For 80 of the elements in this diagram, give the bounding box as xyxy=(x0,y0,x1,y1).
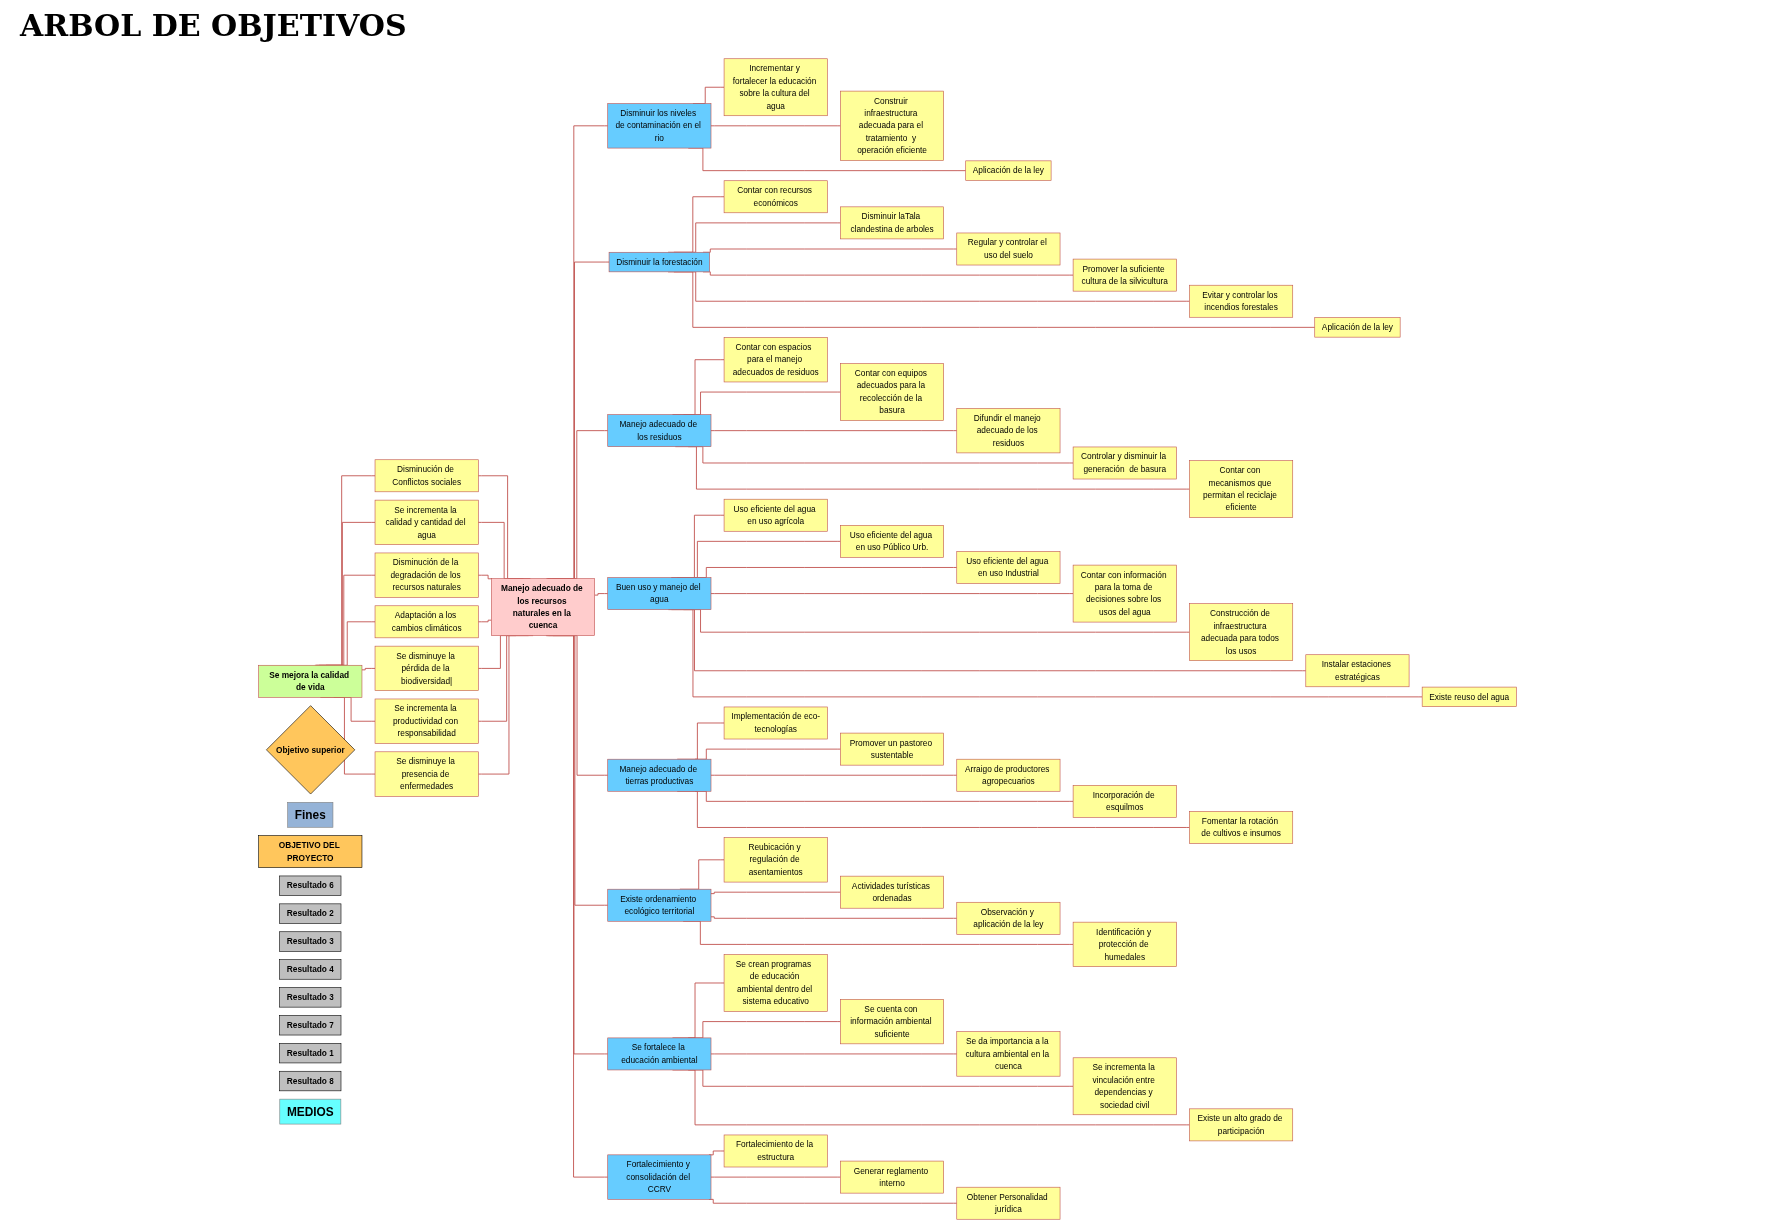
node-diamond: Objetivo superior xyxy=(266,705,356,795)
node-box: Incrementar y fortalecer la educación sobre la cultura del agua xyxy=(723,58,828,117)
node-box: Manejo adecuado de los recursos naturales en la cuenca xyxy=(491,578,595,636)
node-box: Contar con información para la toma de decisiones sobre los usos del agua xyxy=(1072,564,1177,623)
node-box: MEDIOS xyxy=(279,1098,342,1125)
node-box: Fomentar la rotación de cultivos e insumos xyxy=(1189,811,1294,844)
node-box: Se incrementa la productividad con responsabilidad xyxy=(374,698,479,744)
node-box: Promover la suficiente cultura de la silvicultura xyxy=(1072,258,1177,292)
node-box: Promover un pastoreo sustentable xyxy=(840,732,944,766)
node-box: Evitar y controlar los incendios forestales xyxy=(1189,284,1294,318)
node-box: Resultado 3 xyxy=(279,987,342,1008)
node-box: Se disminuye la presencia de enfermedades xyxy=(374,751,479,797)
node-box: Actividades turísticas ordenadas xyxy=(840,875,944,909)
node-box: Se crean programas de educación ambiental dentro del sistema educativo xyxy=(723,954,828,1012)
node-box: Existe un alto grado de participación xyxy=(1189,1108,1294,1142)
node-box: Incorporación de esquilmos xyxy=(1072,785,1177,818)
node-box: Disminuir la forestación xyxy=(608,251,710,273)
node-box: Aplicación de la ley xyxy=(1314,317,1401,338)
node-box: Resultado 8 xyxy=(279,1070,342,1092)
connector xyxy=(477,619,492,623)
node-box: Se disminuye la pérdida de la biodiversidad| xyxy=(374,645,479,691)
node-box: Se mejora la calidad de vida xyxy=(258,664,363,698)
node-box: Disminución de Conflictos sociales xyxy=(374,459,479,493)
node-box: Arraigo de productores agropecuarios xyxy=(956,758,1061,792)
node-box: Resultado 1 xyxy=(279,1043,342,1064)
connector xyxy=(710,125,841,127)
node-box: OBJETIVO DEL PROYECTO xyxy=(258,835,363,868)
node-box: Existe ordenamiento ecológico territorial xyxy=(607,888,712,922)
node-box: Manejo adecuado de tierras productivas xyxy=(607,758,712,792)
node-box: Disminución de la degradación de los recursos naturales xyxy=(374,552,479,598)
node-box: Se da importancia a la cultura ambiental en la cuenca xyxy=(956,1031,1061,1077)
node-box: Se incrementa la vinculación entre dependencias y sociedad civil xyxy=(1072,1057,1177,1116)
node-box: Contar con mecanismos que permitan el reciclaje eficiente xyxy=(1189,460,1294,518)
node-box: Observación y aplicación de la ley xyxy=(956,901,1061,935)
node-box: Construir infraestructura adecuada para el tratamiento y operación eficiente xyxy=(840,90,944,161)
node-box: Regular y controlar el uso del suelo xyxy=(956,232,1061,266)
node-box: Identificación y protección de humedales xyxy=(1072,921,1177,967)
node-box: Resultado 3 xyxy=(279,931,342,952)
node-box: Fortalecimiento y consolidación del CCRV xyxy=(607,1154,712,1200)
connector xyxy=(710,916,958,919)
node-box: Resultado 7 xyxy=(279,1015,342,1036)
node-box: Construcción de infraestructura adecuada para todos los usos xyxy=(1189,603,1294,661)
node-box: Uso eficiente del agua en uso Público Urb. xyxy=(840,525,944,558)
node-box: Reubicación y regulación de asentamientos xyxy=(723,837,828,883)
connector xyxy=(710,774,958,776)
node-box: Contar con recursos económicos xyxy=(723,180,828,214)
connector xyxy=(710,1053,958,1055)
node-box: Se incrementa la calidad y cantidad del agua xyxy=(374,499,479,545)
node-box: Se cuenta con información ambiental suficiente xyxy=(840,999,944,1045)
node-box: Resultado 6 xyxy=(279,875,342,896)
node-box: Resultado 4 xyxy=(279,959,342,980)
connector xyxy=(710,430,958,432)
node-box: Manejo adecuado de los residuos xyxy=(607,414,712,447)
node-box: Aplicación de la ley xyxy=(965,160,1052,181)
diagram-title: ARBOL DE OBJETIVOS xyxy=(20,8,407,43)
node-box: Instalar estaciones estratégicas xyxy=(1305,654,1410,688)
node-box: Fines xyxy=(287,802,334,828)
connector xyxy=(710,891,841,895)
connector xyxy=(594,593,609,596)
node-box: Generar reglamento interno xyxy=(840,1160,944,1194)
node-box: Difundir el manejo adecuado de los residuos xyxy=(956,408,1061,454)
node-box: Implementación de eco-tecnologías xyxy=(723,706,828,740)
node-box: Existe reuso del agua xyxy=(1421,686,1517,707)
node-box: Controlar y disminuir la generación de basura xyxy=(1072,446,1177,480)
connector xyxy=(361,667,376,671)
node-box: Uso eficiente del agua en uso Industrial xyxy=(956,551,1061,584)
node-box: Uso eficiente del agua en uso agrícola xyxy=(723,498,828,532)
connector xyxy=(710,593,1074,595)
node-box: Obtener Personalidad jurídica xyxy=(956,1186,1061,1220)
node-box: Fortalecimiento de la estructura xyxy=(723,1134,828,1168)
node-box: Contar con equipos adecuados para la recolección de la basura xyxy=(840,363,944,421)
connector xyxy=(477,574,492,580)
node-box: Adaptación a los cambios climáticos xyxy=(374,605,479,639)
node-box: Resultado 2 xyxy=(279,903,342,924)
node-box: Buen uso y manejo del agua xyxy=(607,577,712,610)
connector xyxy=(710,1176,841,1178)
node-box: Disminuir laTala clandestina de arboles xyxy=(840,206,944,240)
node-box: Se fortalece la educación ambiental xyxy=(607,1037,712,1071)
node-box: Contar con espacios para el manejo adecuados de residuos xyxy=(723,337,828,383)
node-box: Disminuir los niveles de contaminación en el rio xyxy=(607,103,712,149)
